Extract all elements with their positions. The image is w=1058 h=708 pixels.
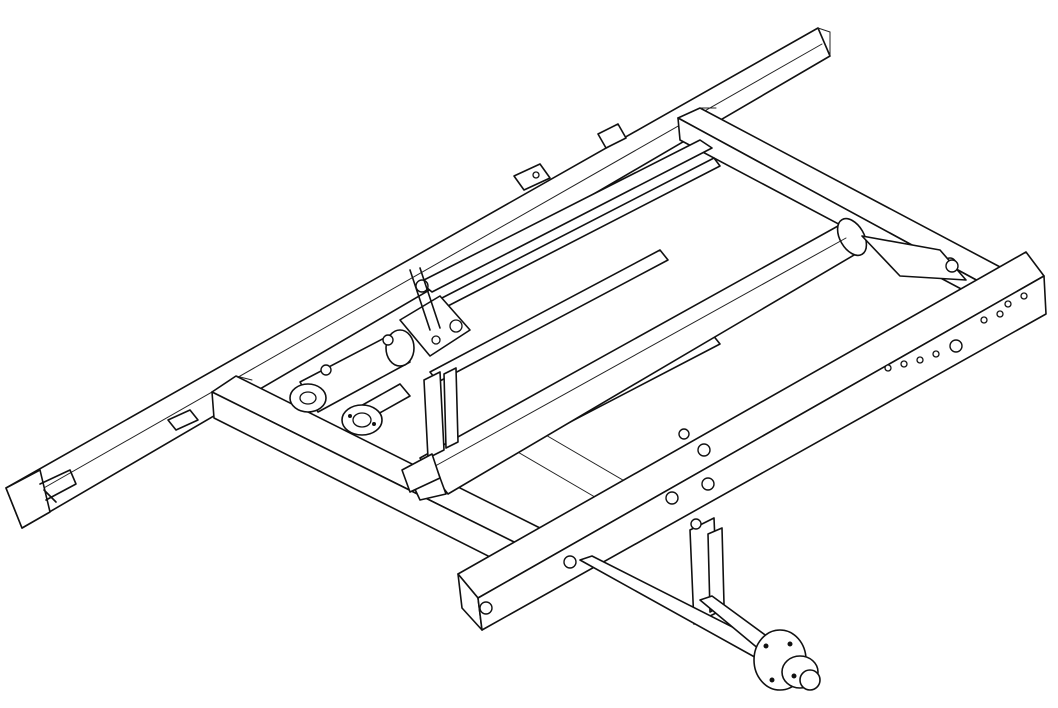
flange-bearings [289,383,383,436]
upper-longitudinal-rails [419,139,721,309]
front-cross-member [211,375,541,573]
left-side-rail [5,27,831,529]
pivot-plate [861,235,967,281]
axle-hub [579,555,821,691]
hydraulic-cylinder [299,267,471,425]
hanger-brackets [401,367,725,625]
